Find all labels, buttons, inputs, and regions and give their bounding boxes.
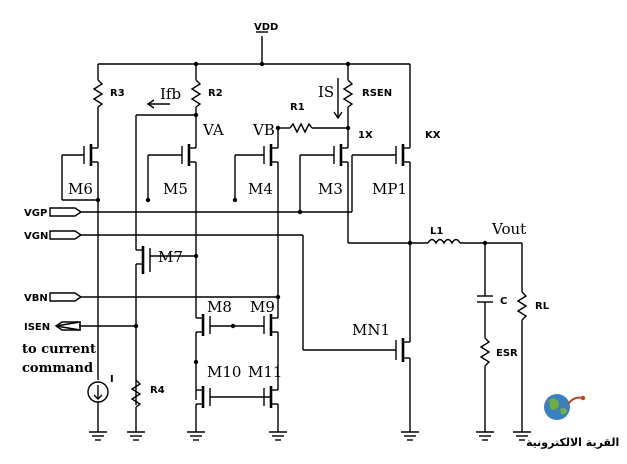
l1-label: L1: [430, 226, 443, 237]
m4-label: M4: [248, 180, 273, 198]
rl-label: RL: [535, 301, 550, 312]
watermark-text: القرية الالكترونية: [526, 436, 619, 449]
vgn-pin: [49, 230, 396, 351]
m7-label: M7: [158, 248, 183, 266]
mn1-transistor: [395, 243, 411, 432]
va-node-label: VA: [202, 121, 224, 139]
r4-resistor: [130, 379, 142, 432]
isen-note-line1: to current: [22, 342, 96, 357]
m8-transistor: [195, 305, 236, 400]
ifb-arrow: [146, 99, 170, 109]
vbn-pin: [49, 292, 281, 302]
vb-node-label: VB: [252, 121, 275, 139]
esr-resistor: [479, 337, 491, 432]
vgn-label: VGN: [24, 231, 48, 242]
r1-resistor: [275, 122, 351, 134]
mp1-label: MP1: [372, 180, 407, 198]
vdd-rail: [98, 31, 410, 67]
m8-label: M8: [207, 298, 232, 316]
m10-label: M10: [207, 363, 241, 381]
r4-label: R4: [150, 385, 165, 396]
m9-transistor: [233, 300, 279, 390]
rsen-label: RSEN: [362, 88, 392, 99]
m6-label: M6: [68, 180, 93, 198]
m11-label: M11: [248, 363, 282, 381]
m5-label: M5: [163, 180, 188, 198]
vdd-label: VDD: [254, 22, 278, 33]
ifb-label: Ifb: [160, 85, 181, 103]
m11-transistor: [263, 386, 279, 432]
isen-note-line2: command: [22, 361, 93, 376]
is-label: IS: [318, 83, 334, 101]
ratio-kx-label: KX: [425, 130, 441, 141]
mp1-transistor: [351, 64, 411, 243]
rl-resistor: [516, 243, 528, 432]
vout-label: Vout: [491, 220, 526, 238]
is-arrow: [333, 78, 343, 120]
c-label: C: [500, 296, 507, 307]
mn1-label: MN1: [352, 321, 390, 339]
ratio-1x-label: 1X: [358, 130, 373, 141]
m3-transistor: [297, 144, 349, 243]
m10-transistor: [193, 359, 271, 432]
i1-label: I: [110, 374, 114, 385]
ifb-wire: [135, 114, 196, 250]
watermark-logo: [544, 394, 586, 420]
l1-inductor: [427, 238, 522, 246]
rsen-resistor: [342, 64, 354, 148]
esr-label: ESR: [496, 348, 518, 359]
vgp-pin: [49, 207, 352, 217]
switch-node-wire: [348, 240, 428, 246]
r3-resistor: [92, 64, 104, 142]
c-capacitor: [477, 243, 493, 338]
vbn-label: VBN: [24, 293, 48, 304]
r2-label: R2: [208, 88, 223, 99]
vgp-label: VGP: [24, 208, 47, 219]
r1-label: R1: [290, 102, 305, 113]
m7-transistor: [135, 246, 199, 405]
i1-current-source: [87, 210, 109, 432]
m6-transistor: [61, 142, 101, 210]
r2-resistor: [190, 64, 202, 142]
m3-label: M3: [318, 180, 343, 198]
r3-label: R3: [110, 88, 125, 99]
m4-transistor: [232, 128, 279, 300]
isen-pin: [54, 321, 139, 331]
isen-label: ISEN: [24, 322, 50, 333]
m9-label: M9: [250, 298, 275, 316]
m5-transistor: [145, 142, 197, 305]
ground-symbols: [89, 431, 531, 441]
